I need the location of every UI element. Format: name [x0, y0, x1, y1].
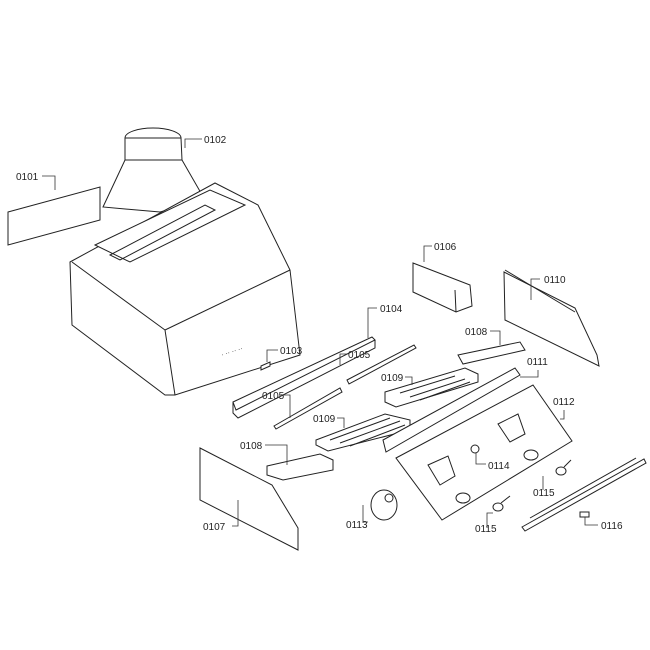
part-0108-filter-right — [457, 341, 526, 365]
part-0116-bar — [521, 457, 647, 532]
part-0112-bottom-panel — [395, 384, 573, 521]
label-0108-right: 0108 — [465, 327, 488, 338]
label-0105-upper: 0105 — [348, 350, 371, 361]
label-0107: 0107 — [203, 522, 226, 533]
label-0115-right: 0115 — [533, 488, 555, 499]
label-0109-lower: 0109 — [313, 414, 336, 425]
label-0113: 0113 — [346, 520, 368, 531]
part-0106-bracket — [412, 262, 473, 313]
label-0114: 0114 — [488, 461, 510, 472]
part-0109-filter-upper — [384, 367, 479, 408]
label-0108-left: 0108 — [240, 441, 263, 452]
part-0115-lamp-b — [492, 495, 511, 512]
part-0107-side-panel — [199, 447, 299, 551]
label-0102: 0102 — [204, 135, 227, 146]
label-0103: 0103 — [280, 346, 303, 357]
leader-lines — [42, 138, 598, 528]
label-0109-upper: 0109 — [381, 373, 404, 384]
label-0115-left: 0115 — [475, 524, 497, 535]
part-0113-blower — [370, 489, 398, 521]
part-0104-rail — [232, 336, 376, 419]
label-0116: 0116 — [601, 521, 623, 532]
part-0105-strips — [273, 344, 417, 430]
part-0114-knob — [470, 444, 480, 454]
part-0111-front-rail — [382, 367, 521, 453]
label-0104: 0104 — [380, 304, 403, 315]
label-0106: 0106 — [434, 242, 457, 253]
label-0110: 0110 — [544, 275, 566, 286]
label-0101: 0101 — [16, 172, 39, 183]
part-0101-panel — [7, 186, 101, 246]
label-0111: 0111 — [527, 357, 548, 368]
part-0108-filter-left — [266, 453, 334, 481]
hood-body: · ·· ·· ·· — [69, 182, 301, 396]
part-0102-duct-collar — [102, 127, 206, 213]
label-0112: 0112 — [553, 397, 575, 408]
label-0105-lower: 0105 — [262, 391, 285, 402]
part-0110-side-panel — [503, 269, 600, 367]
part-0109-filter-lower — [315, 413, 411, 452]
part-0103-badge — [260, 361, 271, 371]
part-0115-lamp-a — [555, 459, 572, 476]
